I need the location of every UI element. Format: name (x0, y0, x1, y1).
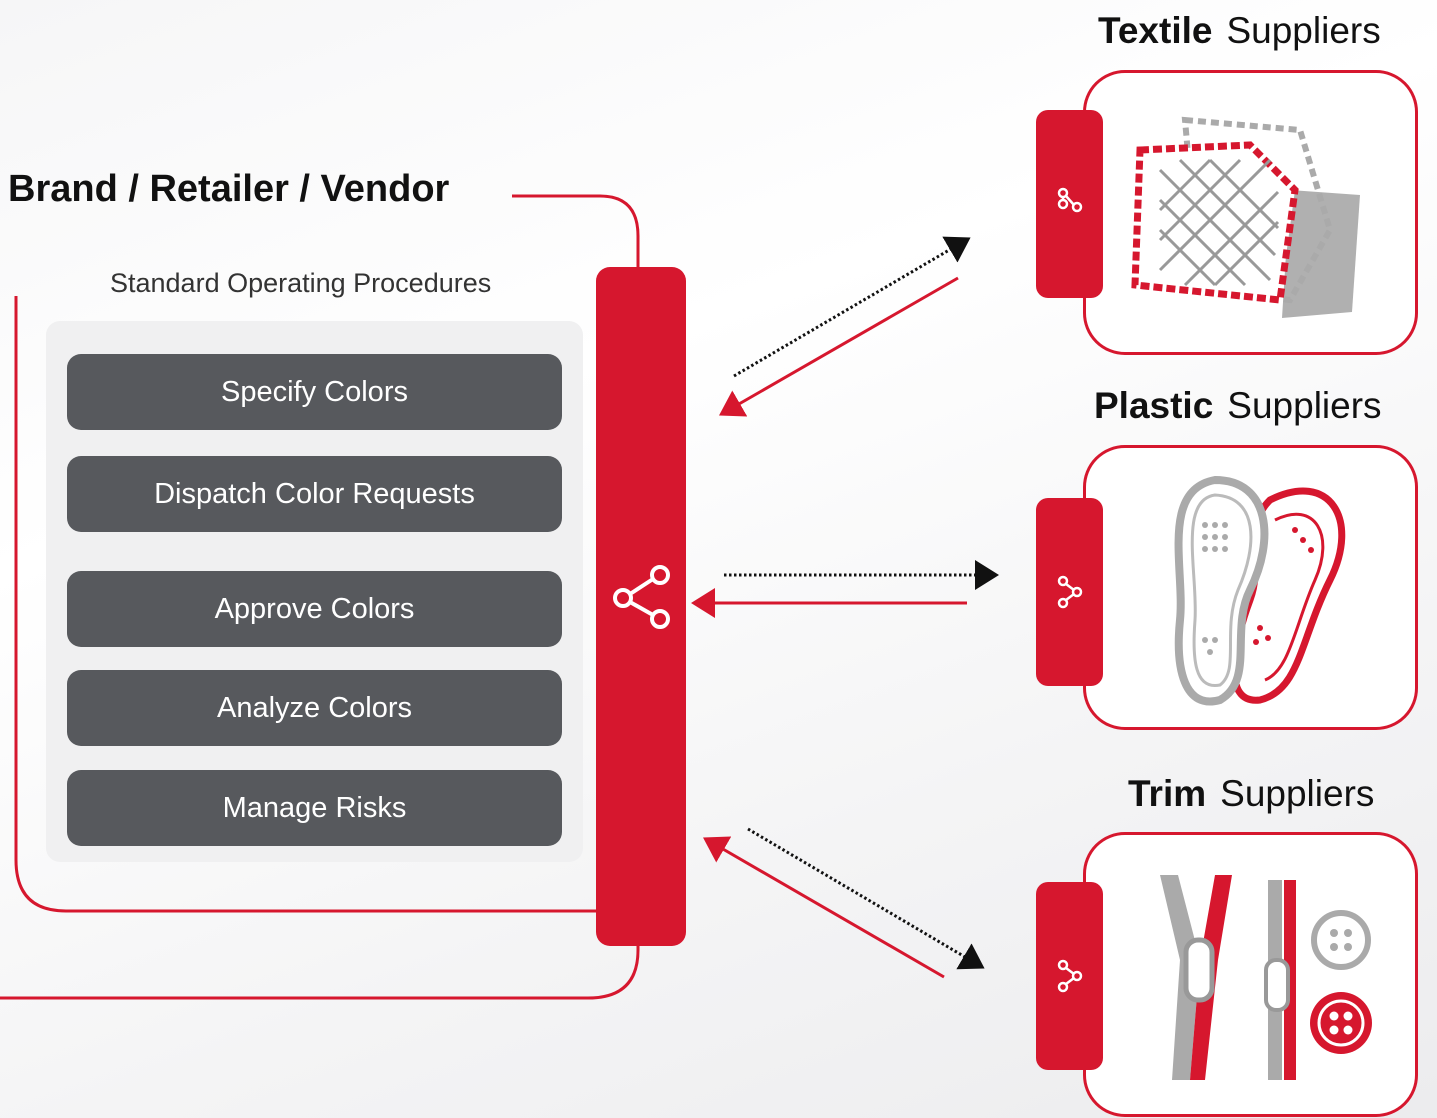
trim-supplier-card[interactable] (1083, 832, 1418, 1117)
share-icon (1057, 959, 1082, 993)
manage-risks-button[interactable]: Manage Risks (67, 770, 562, 846)
share-icon (1057, 575, 1082, 609)
share-icon (1057, 187, 1082, 213)
textile-supplier-tab[interactable] (1036, 110, 1103, 298)
response-arrow-textile (718, 276, 959, 417)
specify-colors-button[interactable]: Specify Colors (67, 354, 562, 430)
brand-title: Brand / Retailer / Vendor (8, 168, 450, 210)
sop-title: Standard Operating Procedures (110, 268, 492, 298)
trim-supplier-tab[interactable] (1036, 882, 1103, 1070)
dispatch-color-requests-button[interactable]: Dispatch Color Requests (67, 456, 562, 532)
request-arrow-trim (747, 827, 985, 970)
plastic-supplier-card[interactable] (1083, 445, 1418, 730)
textile-supplier-card[interactable] (1083, 70, 1418, 355)
response-arrow-trim (703, 836, 945, 979)
analyze-colors-button[interactable]: Analyze Colors (67, 670, 562, 746)
plastic-supplier-tab[interactable] (1036, 498, 1103, 686)
request-arrow-textile (733, 236, 971, 378)
approve-colors-button[interactable]: Approve Colors (67, 571, 562, 647)
